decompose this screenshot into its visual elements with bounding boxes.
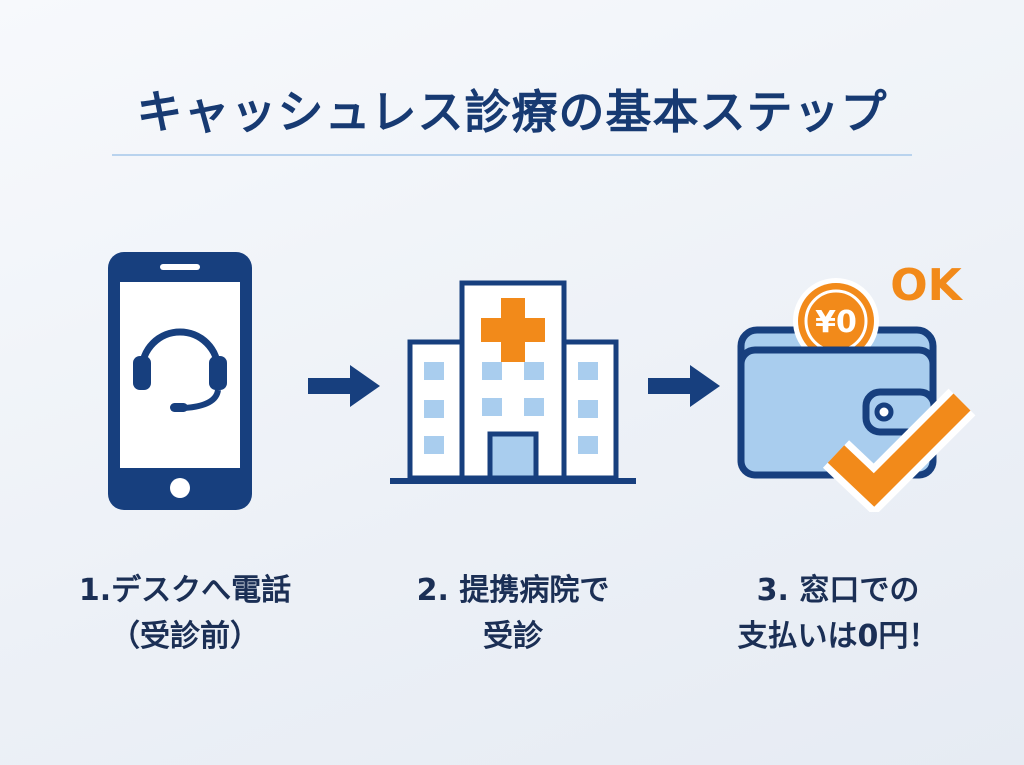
step-3-label-line2: 支払いは0円！ [737,619,939,654]
smartphone-headset-icon [108,252,252,510]
right-arrow-icon [648,365,720,407]
yen-coin-icon [793,278,879,364]
title-divider [112,154,912,156]
hospital-building-icon [390,280,636,484]
wallet-coin-check-icon: ¥0 OK [737,260,976,512]
step-1-caption: 1.デスクへ電話 （受診前） [35,568,335,660]
page-title: キャッシュレス診療の基本ステップ [136,85,888,139]
step-2-label-line2: 受診 [483,619,543,654]
ok-label: OK [890,260,963,311]
step-1-label-line2: （受診前） [110,619,260,654]
step-2-caption: 2. 提携病院で 受診 [363,568,663,660]
step-2-label-line1: 2. 提携病院で [416,573,610,608]
coin-label: ¥0 [815,305,857,340]
step-1-label-line1: 1.デスクへ電話 [78,573,292,608]
checkmark-icon [822,388,976,512]
headset-icon [133,328,227,412]
right-arrow-icon [308,365,380,407]
medical-cross-icon [481,298,545,362]
step-3-label-line1: 3. 窓口での [756,573,920,608]
step-3-caption: 3. 窓口での 支払いは0円！ [688,568,988,660]
